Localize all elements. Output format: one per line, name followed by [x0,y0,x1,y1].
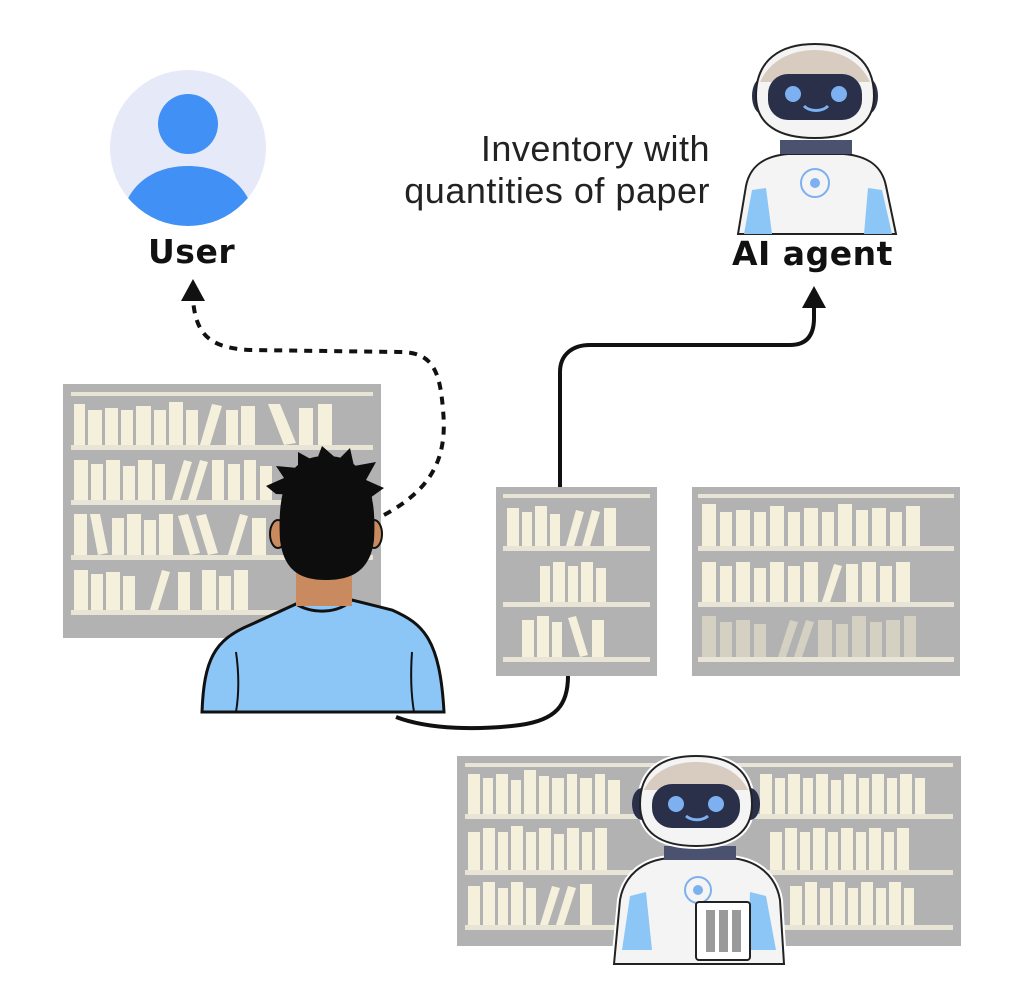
user-avatar-icon [110,70,266,226]
clipboard-icon [695,901,751,961]
person-icon [200,446,446,714]
robot-icon [736,42,898,235]
arrow-solid-to-agent [558,286,826,487]
caption-line-2: quantities of paper [404,170,710,211]
user-label: User [148,232,236,271]
arrow-dashed-to-user [181,279,446,517]
bookshelf-right [692,487,960,676]
bookshelf-middle [496,487,657,676]
ai-agent-label: AI agent [732,234,893,273]
inventory-caption: Inventory with quantities of paper [404,128,710,212]
connector-person-to-shelf [395,675,570,731]
caption-line-1: Inventory with [480,128,710,169]
